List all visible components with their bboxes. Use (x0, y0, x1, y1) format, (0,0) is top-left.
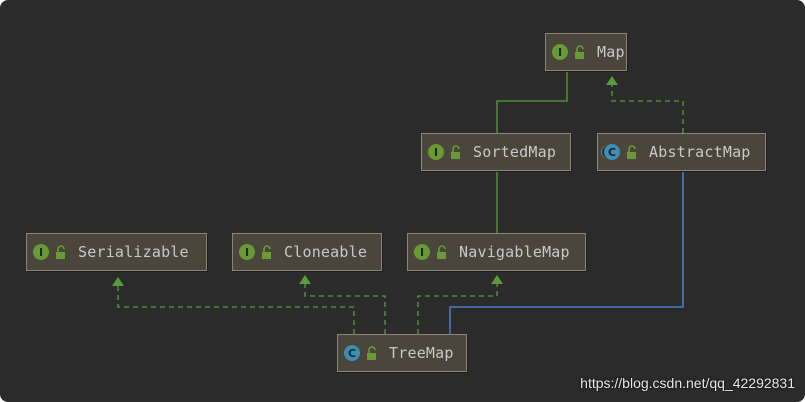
interface-icon: I (552, 44, 568, 60)
edge-treemap-implements-navigablemap (417, 275, 503, 334)
edge-abstractmap-implements-map (606, 76, 684, 133)
open-lock-icon (451, 145, 460, 159)
node-abstractmap[interactable]: C AbstractMap (597, 133, 766, 171)
edge-treemap-extends-abstractmap (449, 163, 689, 334)
node-sortedmap[interactable]: I SortedMap (421, 133, 571, 171)
edge-treemap-implements-serializable (112, 277, 355, 334)
edge-sortedmap-extends-map (496, 63, 573, 133)
open-lock-icon (262, 245, 271, 259)
node-label: TreeMap (389, 344, 454, 362)
node-serializable[interactable]: I Serializable (26, 233, 207, 271)
watermark: https://blog.csdn.net/qq_42292831 (580, 375, 795, 391)
open-lock-icon (575, 45, 584, 59)
interface-icon: I (428, 144, 444, 160)
open-lock-icon (437, 245, 446, 259)
node-map[interactable]: I Map (545, 33, 627, 71)
class-icon: C (344, 345, 360, 361)
node-navigablemap[interactable]: I NavigableMap (407, 233, 586, 271)
abstract-class-icon: C (604, 144, 620, 160)
interface-icon: I (239, 244, 255, 260)
node-cloneable[interactable]: I Cloneable (232, 233, 382, 271)
node-label: Cloneable (284, 243, 368, 261)
interface-icon: I (33, 244, 49, 260)
node-label: SortedMap (473, 143, 557, 161)
node-label: AbstractMap (649, 143, 751, 161)
open-lock-icon (56, 245, 65, 259)
node-label: Serializable (78, 243, 189, 261)
interface-icon: I (414, 244, 430, 260)
node-label: Map (597, 43, 625, 61)
edge-treemap-implements-cloneable (299, 275, 386, 334)
open-lock-icon (367, 346, 376, 360)
node-label: NavigableMap (459, 243, 570, 261)
node-treemap[interactable]: C TreeMap (337, 334, 467, 372)
open-lock-icon (627, 145, 636, 159)
